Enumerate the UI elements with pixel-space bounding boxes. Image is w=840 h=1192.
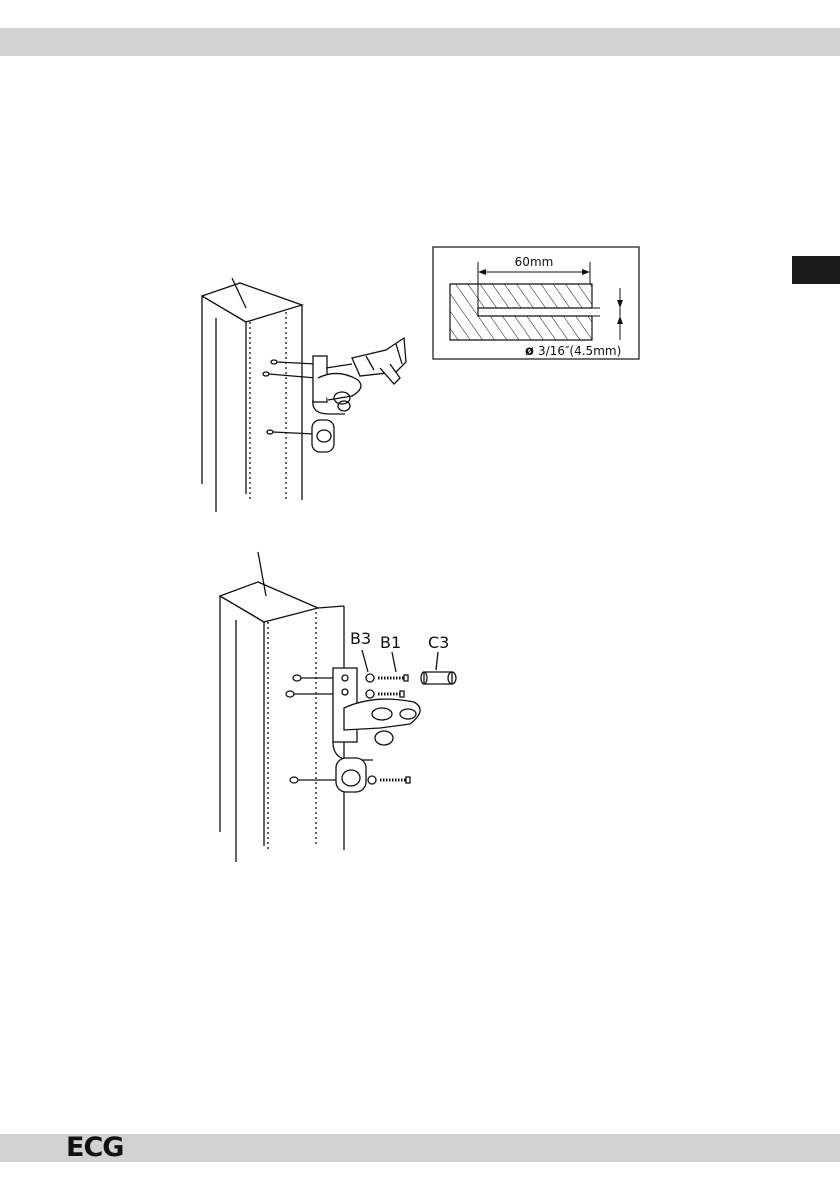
footer-bar: [0, 1134, 840, 1162]
part-label-c3: C3: [428, 633, 449, 652]
part-label-b1: B1: [380, 633, 401, 652]
brand-logo: ECG: [66, 1133, 123, 1163]
part-label-b3: B3: [350, 629, 371, 648]
